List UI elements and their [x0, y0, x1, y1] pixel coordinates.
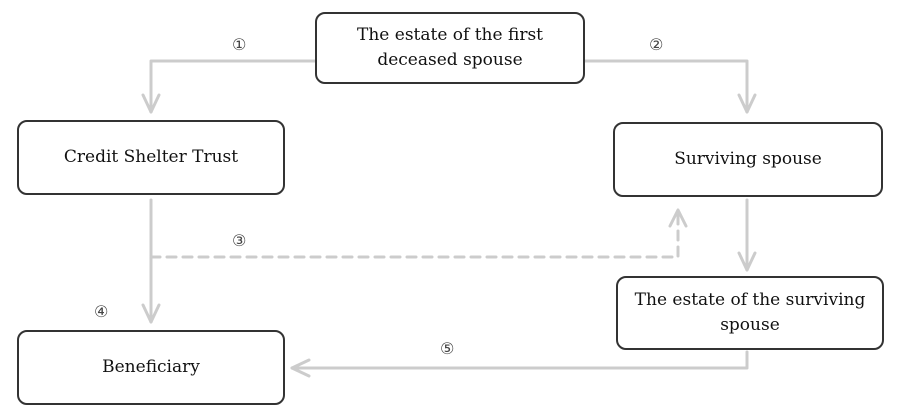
edge-label-3: ③ — [232, 231, 247, 250]
node-surviving-spouse: Surviving spouse — [613, 122, 883, 197]
edge-label-5: ⑤ — [440, 339, 455, 358]
arrowhead-beneficiary — [141, 303, 161, 324]
node-beneficiary: Beneficiary — [17, 330, 285, 405]
edge-label-1: ① — [232, 35, 247, 54]
node-first-estate: The estate of the first deceased spouse — [315, 12, 585, 84]
arrowhead-surviving-estate — [737, 251, 757, 272]
arrow-first-estate-to-trust — [149, 59, 317, 114]
arrowhead-beneficiary-right — [290, 358, 311, 378]
edge-label-2: ② — [649, 35, 664, 54]
dashed-arrow-trust-to-spouse — [149, 208, 680, 259]
arrow-first-estate-to-spouse — [583, 59, 749, 114]
arrowhead-spouse-dashed — [668, 208, 688, 228]
arrowhead-trust — [141, 93, 161, 114]
node-surviving-estate: The estate of the surviving spouse — [616, 276, 884, 350]
arrow-estate-to-beneficiary — [290, 350, 749, 370]
arrowhead-spouse — [737, 93, 757, 114]
edge-label-4: ④ — [94, 302, 109, 321]
node-credit-shelter-trust: Credit Shelter Trust — [17, 120, 285, 195]
